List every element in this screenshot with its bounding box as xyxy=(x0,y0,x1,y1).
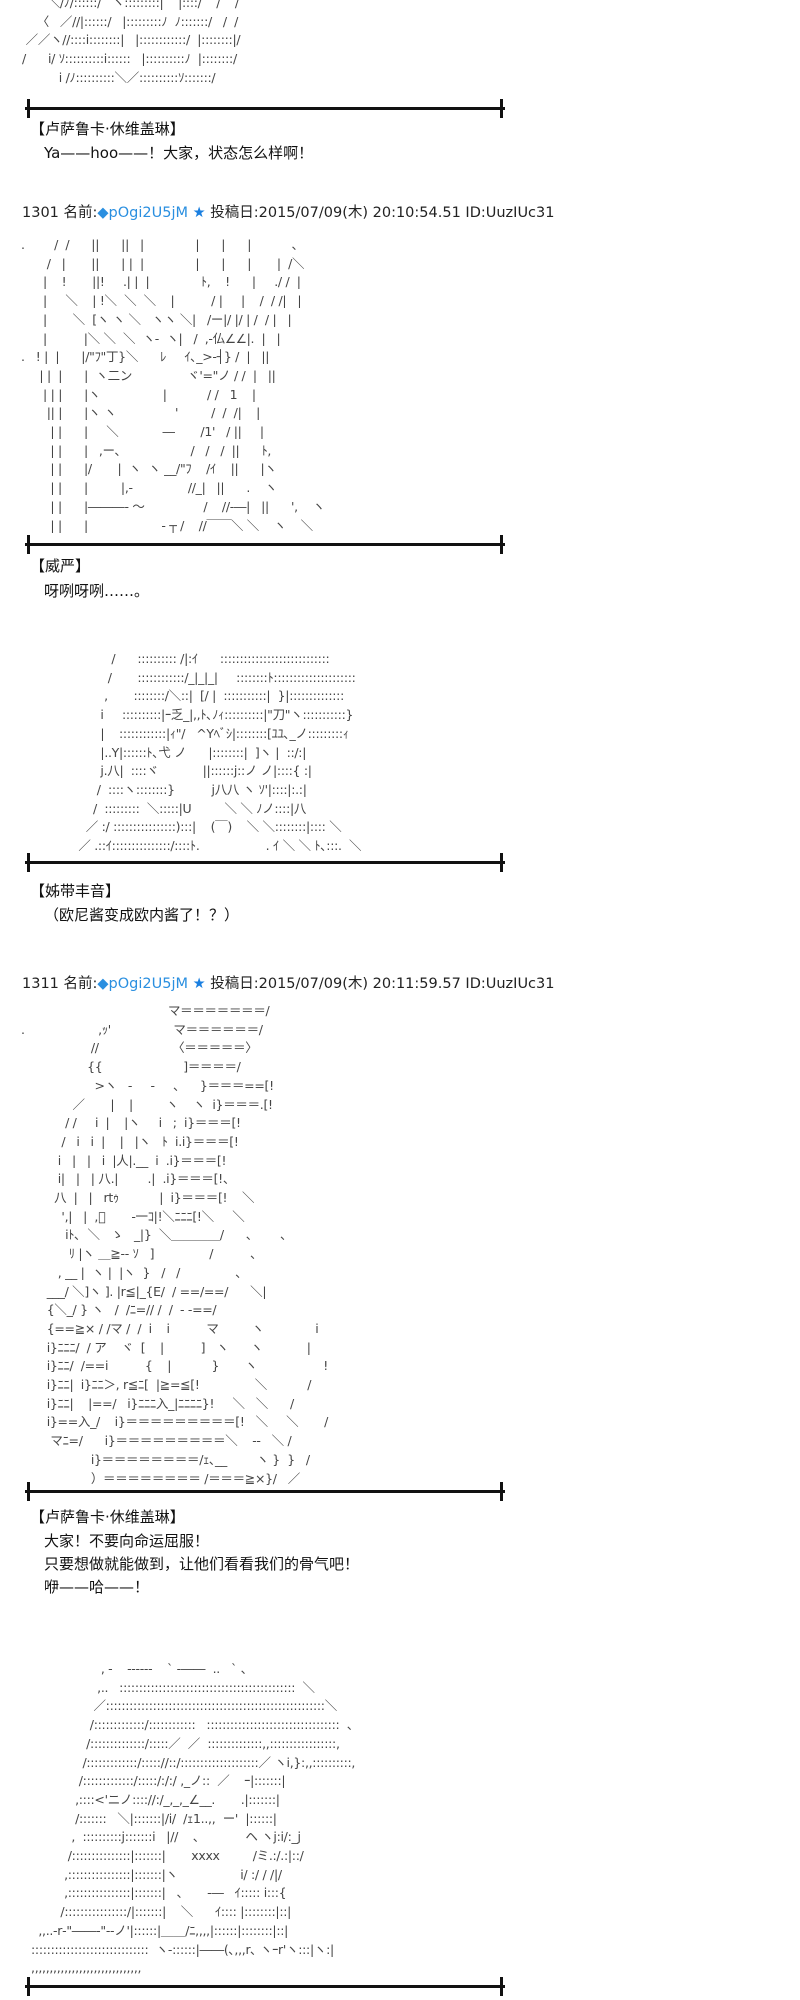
author-trip[interactable]: ◆pOgi2U5jM xyxy=(97,976,189,992)
post-id: ID:UuzIUc31 xyxy=(465,205,555,221)
date-label: 投稿日: xyxy=(210,976,259,992)
post-date: 2015/07/09(木) 20:11:59.57 xyxy=(258,976,461,992)
ascii-art-top: ＼/ﾉ/::::::/ ヽ:::::::::| |::::/ / / 〈 ／//… xyxy=(22,0,241,85)
dialogue-line: 只要想做就能做到，让他们看看我们的骨气吧！ xyxy=(44,1555,360,1573)
ascii-art-character-face: . / / || || | | | | 、 / | || | | | | | |… xyxy=(21,237,325,533)
dialogue-line: 咿——哈——！ xyxy=(44,1578,150,1596)
post-id: ID:UuzIUc31 xyxy=(465,976,555,992)
post-header-1311: 1311 名前:◆pOgi2U5jM ★ 投稿日:2015/07/09(木) 2… xyxy=(22,972,554,993)
separator xyxy=(25,535,505,554)
ascii-art-character-armored: マ＝＝＝＝＝＝＝/ . ,ｯ' マ＝＝＝＝＝＝/ // 〈＝＝＝＝＝〉 {{ ]… xyxy=(21,1003,328,1486)
dialogue-line: Ya——hoo——！大家，状态怎么样啊！ xyxy=(44,144,314,162)
speaker-name: 【卢萨鲁卡·休维盖琳】 xyxy=(30,120,185,138)
separator xyxy=(25,99,505,118)
post-number: 1301 xyxy=(22,205,59,221)
author-trip[interactable]: ◆pOgi2U5jM xyxy=(97,205,189,221)
post-date: 2015/07/09(木) 20:10:54.51 xyxy=(258,205,461,221)
speaker-name: 【卢萨鲁卡·休维盖琳】 xyxy=(30,1508,185,1526)
post-number: 1311 xyxy=(22,976,59,992)
separator xyxy=(25,1482,505,1501)
post-header-1301: 1301 名前:◆pOgi2U5jM ★ 投稿日:2015/07/09(木) 2… xyxy=(22,201,554,222)
dialogue-line: 大家！不要向命运屈服！ xyxy=(44,1532,210,1550)
dialogue-line: 呀咧呀咧……。 xyxy=(44,582,150,600)
ascii-art-character-shy: / :::::::::: /|:ｲ ::::::::::::::::::::::… xyxy=(78,651,362,854)
speaker-name: 【威严】 xyxy=(30,557,91,575)
ascii-art-character-closeup: , - ‐‐‐‐‐‐ ` ‐―― .. ` 、 ,.. ::::::::::::… xyxy=(31,1661,359,1976)
separator xyxy=(25,853,505,872)
dialogue-line: （欧尼酱变成欧内酱了！？） xyxy=(44,906,240,924)
speaker-name: 【姊带丰音】 xyxy=(30,882,121,900)
date-label: 投稿日: xyxy=(210,205,259,221)
star-icon: ★ xyxy=(192,976,206,992)
name-label: 名前: xyxy=(63,976,98,992)
separator xyxy=(25,1977,505,1996)
star-icon: ★ xyxy=(192,205,206,221)
name-label: 名前: xyxy=(63,205,98,221)
